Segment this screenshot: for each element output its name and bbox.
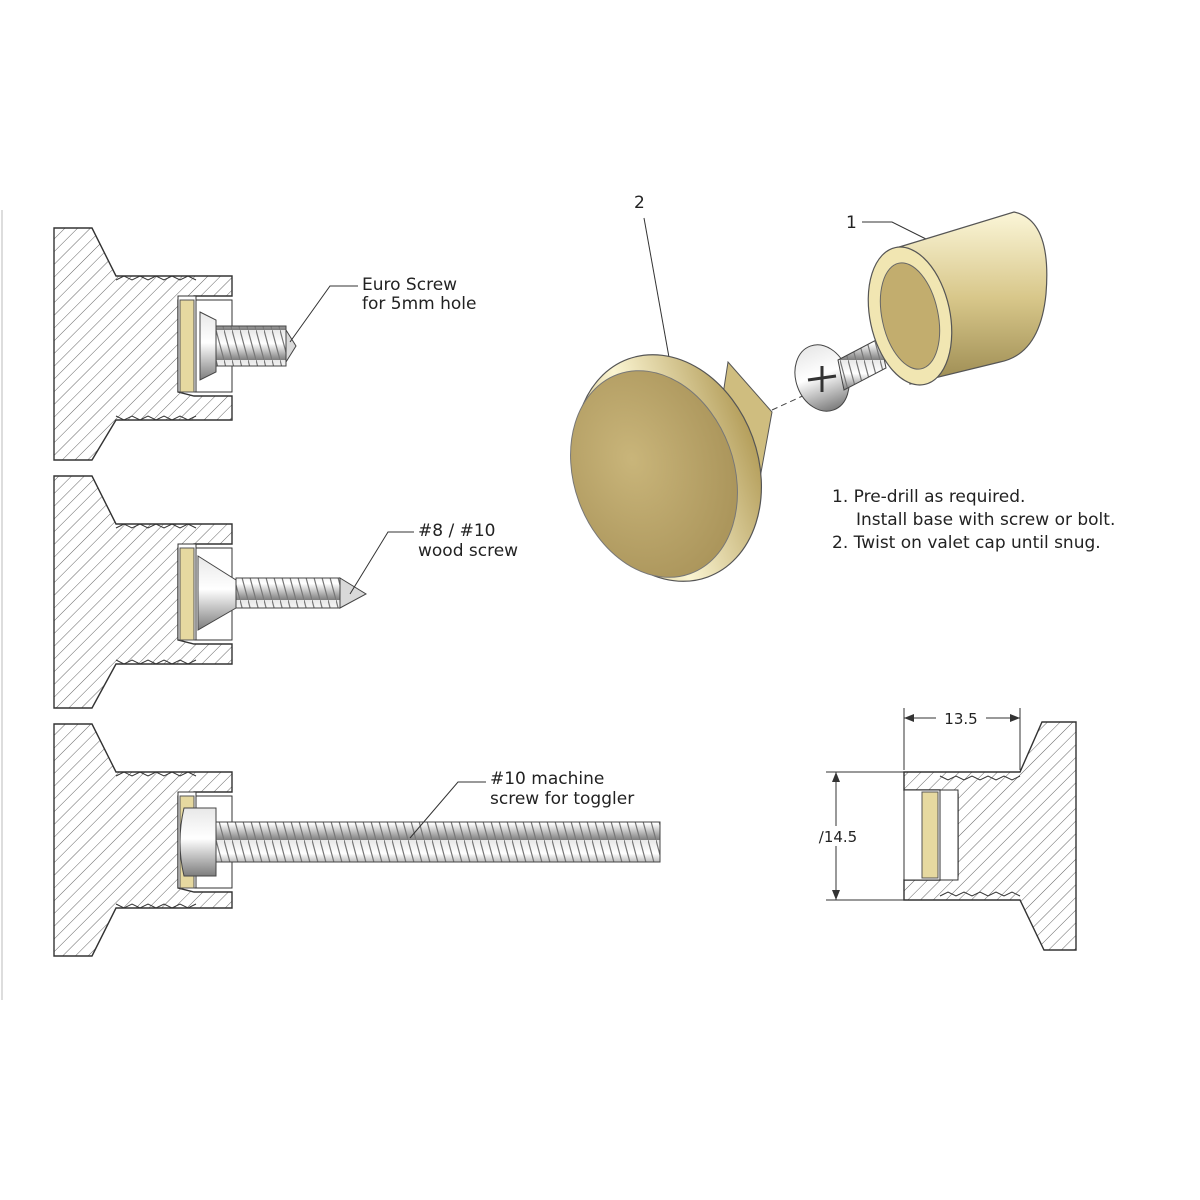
screw-head xyxy=(179,807,217,877)
screw-tip xyxy=(285,328,297,364)
wood-label-line1: #8 / #10 xyxy=(418,521,495,541)
thread-top xyxy=(939,775,1021,781)
wood-label-line2: wood screw xyxy=(418,541,518,561)
instruction-step-1: 1. Pre-drill as required. xyxy=(832,487,1025,507)
exploded-view: 2 1 xyxy=(570,193,1048,582)
euro-label-line1: Euro Screw xyxy=(362,275,457,295)
machine-label-line2: screw for toggler xyxy=(490,789,634,809)
machine-label-line1: #10 machine xyxy=(490,769,604,789)
phillips-drive-icon xyxy=(807,366,837,392)
screw-head xyxy=(199,311,217,381)
thread-bottom xyxy=(939,891,1021,897)
thread-top xyxy=(115,275,197,281)
section-view-euro: Euro Screw for 5mm hole xyxy=(53,227,476,461)
wood-leader xyxy=(349,531,414,595)
screw-threads xyxy=(837,337,887,391)
valet-cap xyxy=(570,354,773,582)
instruction-step-1-detail: Install base with screw or bolt. xyxy=(856,510,1115,530)
section-view-machine: #10 machine screw for toggler xyxy=(53,723,661,957)
screw-tip xyxy=(339,577,368,609)
width-label-bg xyxy=(936,708,986,728)
thread-top xyxy=(115,771,197,777)
thread-top xyxy=(115,523,197,529)
instruction-step-2: 2. Twist on valet cap until snug. xyxy=(832,533,1101,553)
screw-shank xyxy=(215,325,287,367)
thread-bottom xyxy=(115,659,197,665)
euro-label-line2: for 5mm hole xyxy=(362,294,476,314)
cap-face xyxy=(570,370,738,578)
brass-insert xyxy=(179,299,195,393)
screw-shank xyxy=(235,577,341,609)
thread-relief xyxy=(939,789,959,881)
balloon-2-label: 2 xyxy=(634,193,645,213)
dia-label-bg xyxy=(810,826,866,846)
balloon-1-label: 1 xyxy=(846,213,857,233)
diameter-label: ∕14.5 xyxy=(819,828,857,846)
brass-insert xyxy=(921,791,939,879)
section-view-wood: #8 / #10 wood screw xyxy=(53,475,518,709)
balloon-2-leader xyxy=(643,217,673,375)
width-label: 13.5 xyxy=(944,710,977,728)
base-internal-thread xyxy=(879,262,941,370)
brass-insert xyxy=(179,547,195,641)
exploded-screw xyxy=(794,337,887,412)
thread-bottom xyxy=(115,415,197,421)
screw-shank xyxy=(215,821,661,863)
threaded-base xyxy=(867,211,1048,386)
thread-bottom xyxy=(115,903,197,909)
instructions: 1. Pre-drill as required. Install base w… xyxy=(832,487,1115,553)
machine-leader xyxy=(409,781,486,839)
euro-leader xyxy=(289,285,358,343)
dimension-view: 13.5 ∕14.5 xyxy=(810,708,1077,951)
